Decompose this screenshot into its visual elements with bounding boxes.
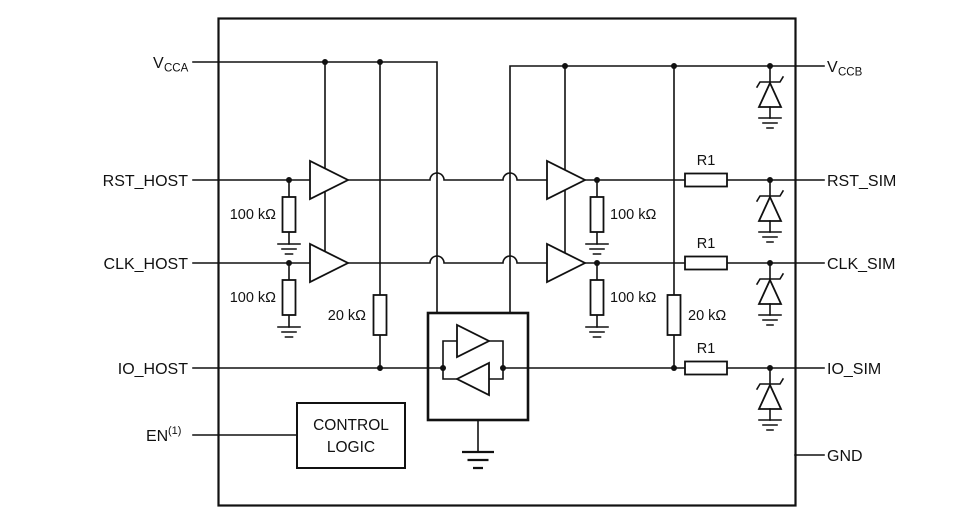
vcca-rail-wire	[192, 61, 438, 314]
pin-label-io-sim: IO_SIM	[827, 361, 881, 378]
label-clk-host-pulldown: 100 kΩ	[230, 290, 276, 306]
rst-mid-wire-with-hops	[347, 172, 548, 181]
ground-symbol	[758, 314, 782, 326]
translator-ground-symbol	[462, 450, 494, 470]
clk-host-buffer-icon	[309, 242, 351, 284]
control-logic-label-line2: LOGIC	[327, 439, 375, 456]
junction-dot	[286, 177, 292, 183]
clk-sim-buffer-icon	[546, 242, 588, 284]
translator-internal-wires	[427, 340, 529, 380]
diode-triangle-icon	[757, 277, 783, 305]
junction-dot	[440, 365, 446, 371]
label-io-sim-pullup: 20 kΩ	[688, 308, 726, 324]
ground-symbol	[585, 243, 609, 255]
ground-symbol	[758, 419, 782, 431]
io-host-pullup-resistor-body	[372, 294, 388, 336]
forward-buffer-icon	[456, 323, 492, 359]
vccb-rail-wire	[509, 65, 825, 314]
junction-dot	[671, 365, 677, 371]
pin-label-rst-sim: RST_SIM	[827, 173, 896, 190]
junction-dot	[671, 63, 677, 69]
junction-dot	[322, 59, 328, 65]
pin-label-vcca: V	[153, 55, 164, 72]
clk-sim-esd-diode	[755, 262, 785, 326]
label-clk-sim-pulldown: 100 kΩ	[610, 290, 656, 306]
junction-dots	[286, 59, 773, 371]
rst-sim-buffer-icon	[546, 159, 588, 201]
rst-sim-esd-diode	[755, 179, 785, 243]
ic-boundary-box	[217, 17, 797, 507]
junction-dot	[594, 260, 600, 266]
control-logic-block: CONTROL LOGIC	[296, 402, 406, 469]
resistor-body	[281, 279, 297, 316]
pin-label-io-host: IO_HOST	[118, 361, 188, 378]
pin-label-rst-host: RST_HOST	[103, 173, 189, 190]
rst-series-resistor-body	[684, 172, 728, 188]
wires	[192, 61, 825, 456]
rst-host-buffer-icon	[309, 159, 351, 201]
pin-label-vccb-sub: CCB	[838, 67, 863, 79]
junction-dot	[767, 177, 773, 183]
pin-labels: V CCA RST_HOST CLK_HOST IO_HOST EN (1) V…	[103, 55, 897, 465]
label-rst-series-r1: R1	[697, 153, 716, 169]
control-logic-box	[296, 402, 406, 469]
label-io-series-r1: R1	[697, 341, 716, 357]
label-rst-host-pulldown: 100 kΩ	[230, 207, 276, 223]
io-sim-pullup-resistor-body	[666, 294, 682, 336]
component-labels: 100 kΩ 100 kΩ 100 kΩ 100 kΩ 20 kΩ 20 kΩ …	[230, 153, 727, 357]
diode-triangle-icon	[757, 194, 783, 222]
ground-symbol	[585, 326, 609, 338]
vccb-esd-diode	[755, 65, 785, 129]
diode-triangle-icon	[757, 382, 783, 410]
junction-dot	[286, 260, 292, 266]
io-bidirectional-translator-block	[426, 311, 530, 470]
clk-mid-wire-with-hops	[347, 255, 548, 264]
pin-label-en-footnote: (1)	[168, 425, 181, 437]
junction-dot	[767, 365, 773, 371]
rst-sim-pulldown-resistor	[585, 179, 609, 255]
clk-series-resistor-body	[684, 255, 728, 271]
junction-dot	[377, 59, 383, 65]
pin-label-clk-host: CLK_HOST	[104, 256, 189, 273]
pin-label-gnd: GND	[827, 448, 863, 465]
label-io-host-pullup: 20 kΩ	[328, 308, 366, 324]
pin-label-clk-sim: CLK_SIM	[827, 256, 895, 273]
rst-host-pulldown-resistor	[277, 179, 301, 255]
resistor-body	[589, 196, 605, 233]
junction-dot	[377, 365, 383, 371]
ground-symbol	[758, 117, 782, 129]
junction-dot	[562, 63, 568, 69]
resistor-body	[281, 196, 297, 233]
ground-symbol	[277, 243, 301, 255]
junction-dot	[594, 177, 600, 183]
reverse-buffer-icon	[454, 361, 490, 397]
ground-symbol	[277, 326, 301, 338]
clk-sim-pulldown-resistor	[585, 262, 609, 338]
io-sim-esd-diode	[755, 367, 785, 431]
clk-host-pulldown-resistor	[277, 262, 301, 338]
diode-triangle-icon	[757, 80, 783, 108]
junction-dot	[767, 260, 773, 266]
resistor-body	[589, 279, 605, 316]
io-series-resistor-body	[684, 360, 728, 376]
junction-dot	[500, 365, 506, 371]
label-rst-sim-pulldown: 100 kΩ	[610, 207, 656, 223]
pin-label-vccb: V	[827, 59, 838, 76]
ground-symbol	[758, 231, 782, 243]
label-clk-series-r1: R1	[697, 236, 716, 252]
control-logic-label-line1: CONTROL	[313, 417, 389, 434]
junction-dot	[767, 63, 773, 69]
pin-label-en: EN	[146, 428, 168, 445]
pin-label-vcca-sub: CCA	[164, 63, 189, 75]
